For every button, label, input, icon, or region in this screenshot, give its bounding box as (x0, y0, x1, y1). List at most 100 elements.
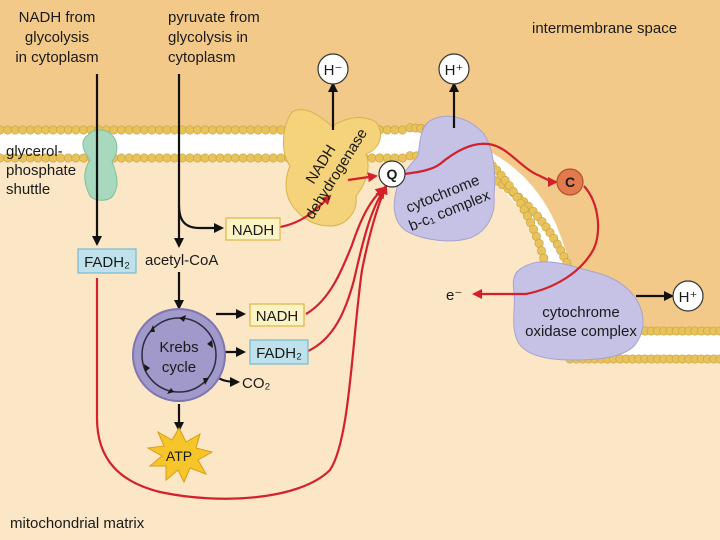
h-minus-label: H⁻ (324, 62, 343, 79)
arrow-pyruvate-to-nadh (177, 204, 224, 233)
shuttle-line3: shuttle (6, 181, 50, 198)
lipid-head-outer (539, 253, 549, 263)
lipid-head-outer (18, 125, 28, 135)
lipid-head-outer (79, 125, 89, 135)
lipid-head-outer (200, 125, 210, 135)
lipid-head-outer (63, 125, 73, 135)
lipid-head-outer (56, 125, 66, 135)
cytochrome-c-carrier: C (556, 168, 584, 196)
cytochrome-oxidase-label: cytochrome oxidase complex (525, 304, 637, 340)
krebs-line1: Krebs (159, 339, 198, 356)
lipid-head-outer (162, 125, 172, 135)
lipid-head-inner (246, 153, 256, 163)
fadh2-label-shuttle: FADH₂ (84, 254, 130, 271)
lipid-head-outer (117, 125, 127, 135)
lipid-head-outer (33, 125, 43, 135)
lipid-head-inner (185, 153, 195, 163)
nadh-from-glycolysis-label: NADH from glycolysis in cytoplasm (15, 9, 98, 66)
glycerol-phosphate-shuttle-label: glycerol- phosphate shuttle (6, 143, 76, 198)
lipid-head-outer (261, 125, 271, 135)
lipid-head-outer (48, 125, 58, 135)
h-plus-label-top: H⁺ (445, 62, 464, 79)
lipid-head-inner (71, 153, 81, 163)
krebs-cycle (132, 308, 226, 402)
lipid-head-outer (397, 125, 407, 135)
atp-burst (146, 426, 214, 484)
fadh2-box-krebs: FADH₂ (249, 339, 309, 365)
shuttle-line1: glycerol- (6, 143, 63, 160)
red-q-to-bc1-to-c (403, 142, 558, 187)
lipid-head-outer (215, 125, 225, 135)
lipid-head-outer (185, 125, 195, 135)
mitochondrial-matrix-label: mitochondrial matrix (10, 515, 145, 532)
pyruvate-from-glycolysis-label: pyruvate from glycolysis in cytoplasm (168, 9, 260, 66)
lipid-head-inner (170, 153, 180, 163)
krebs-cycle-label: Krebs cycle (159, 339, 198, 376)
nadh-dehydrogenase-protein (283, 109, 381, 227)
lipid-head-inner (238, 153, 248, 163)
lipid-head-outer (382, 125, 392, 135)
lipid-head-inner (192, 153, 202, 163)
q-label: Q (387, 166, 398, 182)
lipid-head-outer (268, 125, 278, 135)
krebs-cycle-arrowheads (144, 315, 213, 394)
lipid-head-outer (192, 125, 202, 135)
lipid-head-outer (10, 125, 20, 135)
lipid-head-outer (238, 125, 248, 135)
lipid-head-outer (132, 125, 142, 135)
electron-label: e⁻ (446, 287, 462, 304)
red-fadh2-krebs-to-q (305, 188, 386, 354)
lipid-head-outer (147, 125, 157, 135)
intermembrane-space-label: intermembrane space (532, 20, 677, 37)
h-minus-ion: H⁻ (317, 53, 349, 85)
lipid-head-outer (253, 125, 263, 135)
nadh-from-line2: glycolysis (25, 29, 89, 46)
pyruvate-line1: pyruvate from (168, 9, 260, 26)
membrane-tail-band (0, 130, 720, 355)
lipid-head-inner (124, 153, 134, 163)
lipid-head-outer (246, 125, 256, 135)
h-plus-ion-right: H⁺ (672, 280, 704, 312)
h-plus-label-right: H⁺ (679, 289, 698, 306)
lipid-head-inner (162, 153, 172, 163)
lipid-head-inner (276, 153, 286, 163)
lipid-head-outer (223, 125, 233, 135)
nadh-box-top: NADH (225, 217, 281, 241)
lipid-head-outer (154, 125, 164, 135)
lipid-head-inner (261, 153, 271, 163)
oxidase-line2: oxidase complex (525, 323, 637, 340)
atp-label: ATP (166, 448, 192, 464)
lipid-head-inner (117, 153, 127, 163)
lipid-head-outer (390, 125, 400, 135)
lipid-head-inner (63, 153, 73, 163)
lipid-head-inner (147, 153, 157, 163)
pyruvate-line2: glycolysis in (168, 29, 248, 46)
red-dehydrogenase-to-q (347, 172, 378, 183)
acetyl-coa-label: acetyl-CoA (145, 252, 218, 269)
lipid-head-inner (367, 153, 377, 163)
lipid-head-outer (71, 125, 81, 135)
c-label: C (565, 174, 575, 190)
lipid-head-outer (124, 125, 134, 135)
lipid-head-outer (41, 125, 51, 135)
krebs-line2: cycle (162, 359, 196, 376)
lipid-head-inner (397, 153, 407, 163)
lipid-head-inner (215, 153, 225, 163)
lipid-head-outer (139, 125, 149, 135)
co2-label: CO₂ (242, 375, 271, 392)
red-c-to-oxidase (472, 185, 600, 299)
lipid-head-inner (223, 153, 233, 163)
red-electron-arrows (95, 142, 600, 500)
lipid-head-inner (268, 153, 278, 163)
cytochrome-oxidase-complex-protein (512, 261, 644, 361)
glycerol-phosphate-shuttle-protein (82, 129, 118, 201)
black-arrows (92, 74, 674, 432)
fadh2-box-shuttle: FADH₂ (77, 248, 137, 274)
nadh-from-line3: in cytoplasm (15, 49, 98, 66)
lipid-head-inner (154, 153, 164, 163)
lipid-head-inner (139, 153, 149, 163)
lipid-head-inner (375, 153, 385, 163)
pyruvate-line3: cytoplasm (168, 49, 236, 66)
